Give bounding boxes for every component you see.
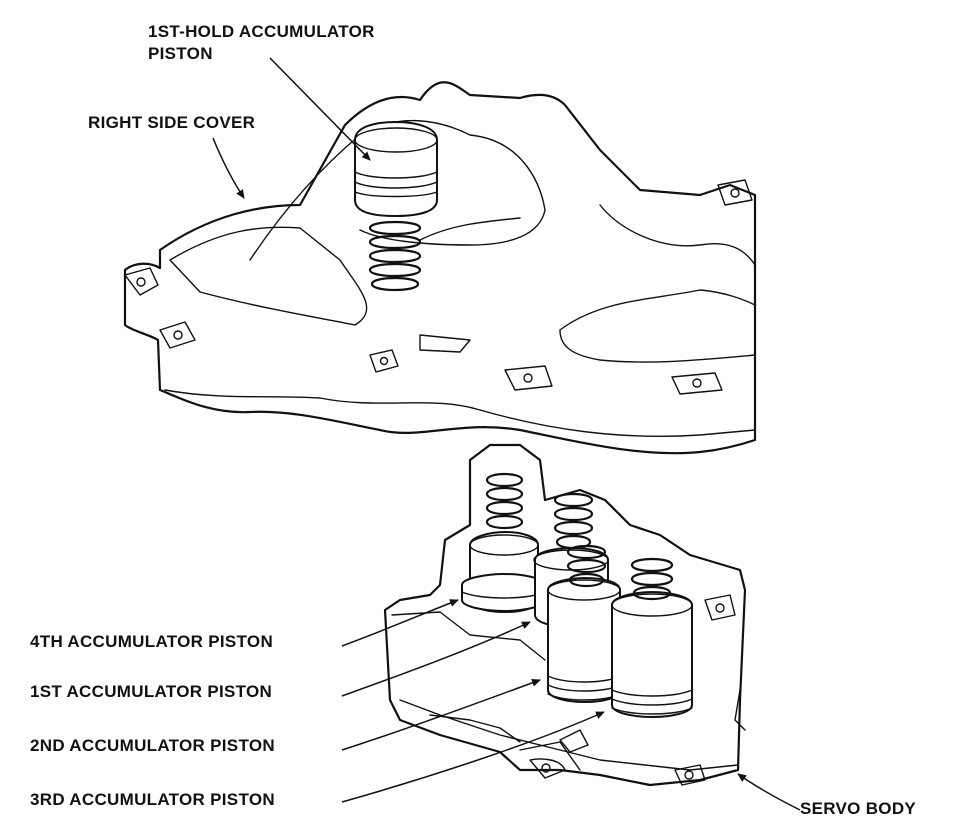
label-fourth-accumulator-piston: 4TH ACCUMULATOR PISTON [30,632,274,651]
label-second-accumulator-piston: 2ND ACCUMULATOR PISTON [30,736,275,755]
right-side-cover [123,81,757,455]
leader-lines [212,57,801,811]
fourth-piston [461,472,546,613]
label-right-side-cover: RIGHT SIDE COVER [88,113,256,132]
label-servo-body: SERVO BODY [800,799,917,818]
third-piston [611,557,693,718]
label-first-hold-line2: PISTON [148,44,213,63]
label-first-accumulator-piston: 1ST ACCUMULATOR PISTON [30,682,273,701]
servo-body [383,443,747,787]
label-first-hold-line1: 1ST-HOLD ACCUMULATOR [148,22,375,41]
label-third-accumulator-piston: 3RD ACCUMULATOR PISTON [30,790,275,809]
first-hold-spring [368,220,422,292]
first-hold-piston [354,121,438,217]
